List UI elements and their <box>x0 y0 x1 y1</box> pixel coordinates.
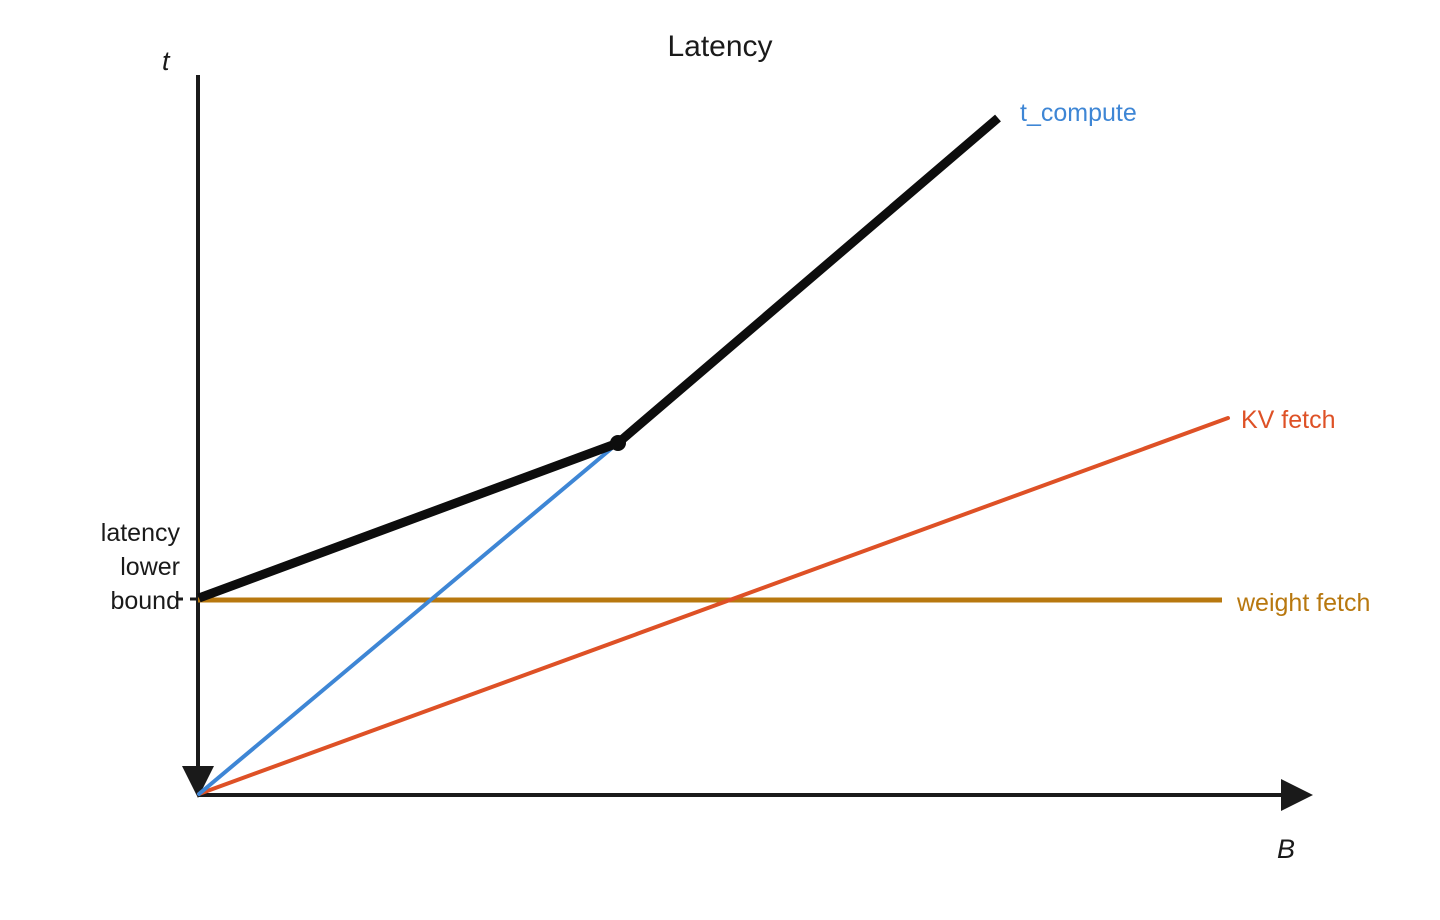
series-line-t-compute <box>197 441 620 796</box>
series-label-weight-fetch: weight fetch <box>1236 589 1370 617</box>
series-label-t-compute: t_compute <box>1020 99 1137 127</box>
series-line-kv-fetch <box>197 416 1230 796</box>
series-label-kv-fetch: KV fetch <box>1241 406 1336 434</box>
chart-title: Latency <box>667 30 772 63</box>
x-axis-label: B <box>1277 834 1295 864</box>
latency-lower-bound-line-3: bound <box>110 587 180 615</box>
latency-lower-bound-line-2: lower <box>120 553 180 581</box>
knee-point-marker <box>610 435 626 451</box>
y-axis-label: t <box>162 46 171 76</box>
latency-lower-bound-line-1: latency <box>101 519 181 547</box>
